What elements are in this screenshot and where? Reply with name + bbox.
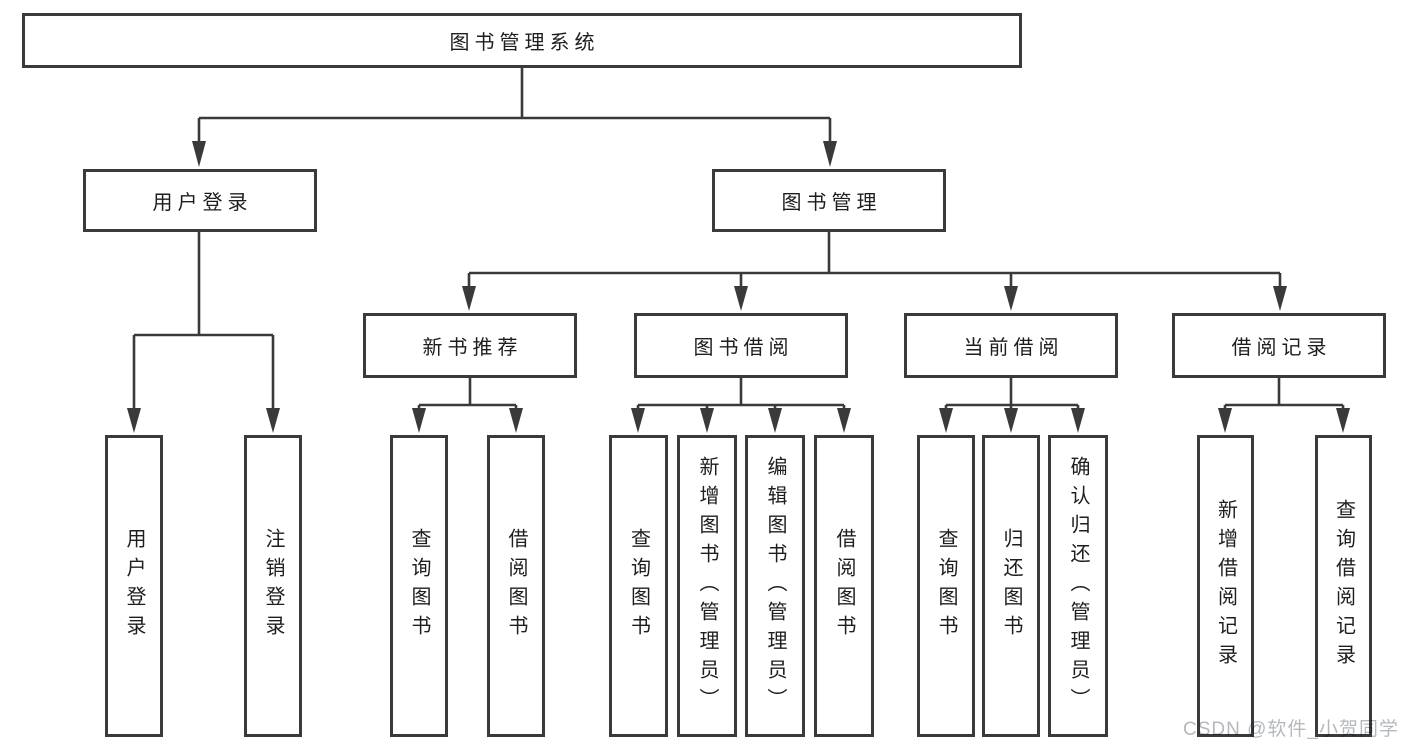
node-new-book-recommend: 新书推荐 bbox=[363, 313, 577, 378]
csdn-watermark: CSDN @软件_小贺同学 bbox=[1183, 719, 1399, 740]
node-borrow-records-label: 借阅记录 bbox=[1231, 337, 1332, 359]
leaf-query-books-recommend-label: 查询图书 bbox=[408, 528, 430, 644]
leaf-borrow-books-recommend-label: 借阅图书 bbox=[505, 528, 527, 644]
node-new-book-recommend-label: 新书推荐 bbox=[422, 337, 523, 359]
leaf-user-login: 用户登录 bbox=[105, 435, 163, 737]
leaf-query-books-borrowing-label: 查询图书 bbox=[627, 528, 650, 644]
leaf-add-books-admin: 新增图书（管理员） bbox=[677, 435, 737, 737]
leaf-return-books-label: 归还图书 bbox=[1000, 528, 1022, 644]
leaf-logout-label: 注销登录 bbox=[262, 528, 284, 644]
leaf-confirm-return-admin-label: 确认归还（管理员） bbox=[1067, 455, 1089, 717]
leaf-borrow-books-label: 借阅图书 bbox=[833, 528, 855, 644]
node-user-login-label: 用户登录 bbox=[152, 192, 253, 214]
node-book-borrowing-label: 图书借阅 bbox=[693, 337, 794, 359]
node-root-system: 图书管理系统 bbox=[22, 13, 1022, 68]
leaf-add-books-admin-label: 新增图书（管理员） bbox=[696, 455, 718, 717]
leaf-return-books: 归还图书 bbox=[982, 435, 1040, 737]
node-book-management: 图书管理 bbox=[712, 169, 946, 232]
leaf-query-books-current-label: 查询图书 bbox=[935, 528, 957, 644]
leaf-borrow-books: 借阅图书 bbox=[814, 435, 874, 737]
node-book-management-label: 图书管理 bbox=[781, 192, 882, 214]
node-book-borrowing: 图书借阅 bbox=[634, 313, 848, 378]
leaf-query-books-borrowing: 查询图书 bbox=[609, 435, 668, 737]
node-borrow-records: 借阅记录 bbox=[1172, 313, 1386, 378]
leaf-confirm-return-admin: 确认归还（管理员） bbox=[1048, 435, 1108, 737]
node-current-borrowing-label: 当前借阅 bbox=[963, 337, 1064, 359]
leaf-logout: 注销登录 bbox=[244, 435, 302, 737]
node-user-login: 用户登录 bbox=[83, 169, 317, 232]
leaf-query-books-current: 查询图书 bbox=[917, 435, 975, 737]
leaf-edit-books-admin-label: 编辑图书（管理员） bbox=[764, 455, 786, 717]
leaf-add-borrow-record: 新增借阅记录 bbox=[1197, 435, 1254, 737]
leaf-add-borrow-record-label: 新增借阅记录 bbox=[1214, 499, 1237, 673]
node-root-system-label: 图书管理系统 bbox=[449, 32, 600, 54]
leaf-edit-books-admin: 编辑图书（管理员） bbox=[745, 435, 805, 737]
leaf-query-books-recommend: 查询图书 bbox=[390, 435, 448, 737]
leaf-query-borrow-record-label: 查询借阅记录 bbox=[1332, 499, 1355, 673]
leaf-user-login-label: 用户登录 bbox=[123, 528, 145, 644]
node-current-borrowing: 当前借阅 bbox=[904, 313, 1118, 378]
leaf-borrow-books-recommend: 借阅图书 bbox=[487, 435, 545, 737]
leaf-query-borrow-record: 查询借阅记录 bbox=[1315, 435, 1372, 737]
